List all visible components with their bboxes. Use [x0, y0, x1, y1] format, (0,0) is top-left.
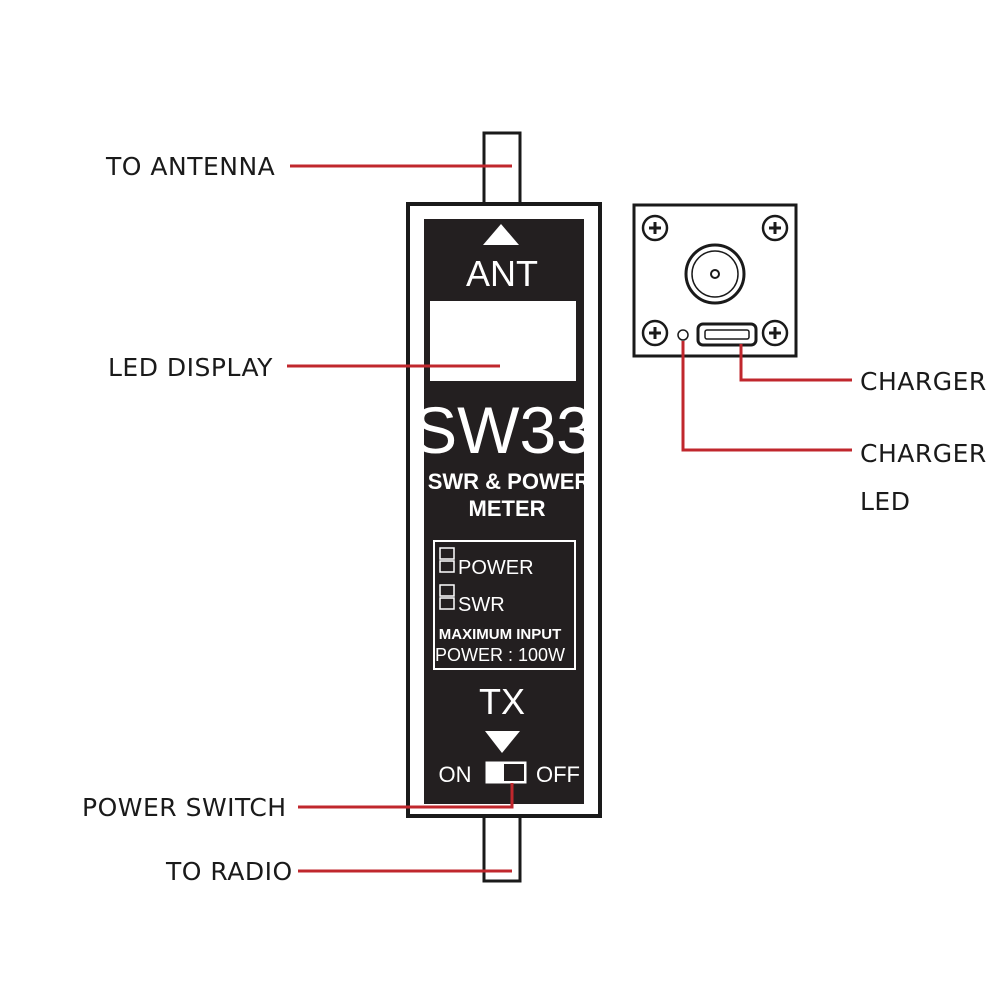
mode-info-box — [433, 540, 576, 670]
switch-on-label: ON — [439, 762, 472, 787]
charger-port — [696, 322, 758, 347]
power-mode-label: POWER — [458, 557, 534, 579]
model-name: SW33 — [413, 393, 593, 467]
ant-label: ANT — [466, 253, 538, 294]
screw-icon — [641, 319, 669, 347]
down-arrow-icon — [485, 731, 520, 753]
led-display — [430, 301, 576, 381]
callout-to-radio: TO RADIO — [166, 857, 293, 886]
power-mode-indicator-icon — [439, 547, 455, 573]
callout-charger: CHARGER — [860, 367, 987, 396]
swr-mode-indicator-icon — [439, 584, 455, 610]
max-input-line-1: MAXIMUM INPUT — [439, 626, 562, 643]
leader-line-power-switch — [298, 783, 514, 809]
leader-line-charger — [739, 344, 852, 382]
subtitle-line-1: SWR & POWER — [428, 469, 591, 494]
charger-port-inner — [704, 329, 750, 340]
screw-icon — [761, 319, 789, 347]
charger-led — [677, 329, 689, 341]
power-switch[interactable] — [485, 761, 527, 784]
leader-lines — [287, 164, 852, 873]
antenna-connector — [482, 131, 522, 207]
callout-charger-led-line-1: CHARGER — [860, 439, 987, 468]
screw-icon — [761, 214, 789, 242]
callout-charger-led-line-2: LED — [860, 487, 911, 516]
callout-to-antenna: TO ANTENNA — [106, 152, 276, 181]
screw-icon — [641, 214, 669, 242]
leader-line-charger-led — [681, 341, 852, 452]
callout-power-switch: POWER SWITCH — [82, 793, 287, 822]
up-arrow-icon — [483, 224, 519, 245]
antenna-jack-icon — [684, 243, 746, 305]
switch-off-label: OFF — [536, 762, 580, 787]
subtitle-line-2: METER — [469, 496, 546, 521]
max-input-line-2: POWER : 100W — [435, 645, 565, 665]
callout-led-display: LED DISPLAY — [108, 353, 273, 382]
swr-mode-label: SWR — [458, 594, 505, 616]
tx-label: TX — [479, 681, 525, 722]
